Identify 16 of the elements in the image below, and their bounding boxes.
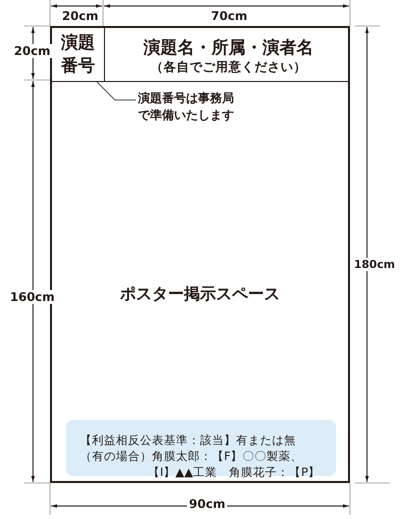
dimension-label: 20cm (60, 9, 100, 23)
coi-line: 【利益相反公表基準：該当】有または無 (80, 433, 296, 448)
coi-box (66, 420, 336, 476)
instruction-label: （各自でご用意ください） (150, 59, 308, 76)
title-label: 演題名・所属・演者名 (142, 37, 314, 59)
leader-line (96, 82, 136, 100)
dimension-label: 160cm (8, 290, 57, 304)
dimension-label: 180cm (352, 258, 397, 271)
dimension-label: 70cm (209, 9, 250, 23)
coi-line: 【I】▲▲工業 角膜花子：【P】 (148, 465, 320, 480)
dimension-label: 90cm (187, 497, 228, 511)
note-label: 演題番号は事務局で準備いたします (138, 90, 235, 124)
space-label: ポスター掲示スペース (119, 284, 281, 305)
number-label: 演題番号 (60, 32, 96, 78)
coi-line: （有の場合）角膜太郎：【F】〇〇製薬、 (80, 449, 303, 464)
dimension-label: 20cm (12, 44, 52, 58)
